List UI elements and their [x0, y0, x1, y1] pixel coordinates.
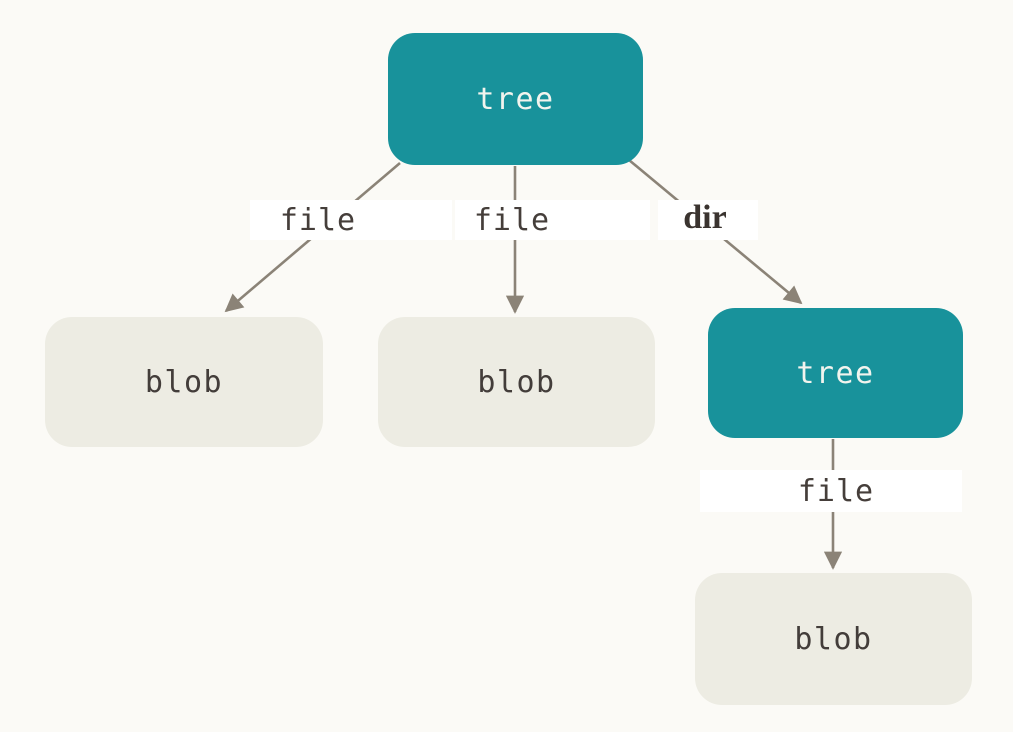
edge-label-dir: dir	[683, 199, 727, 236]
edge-label-file-middle: file	[473, 202, 551, 238]
node-tree-root: tree	[388, 33, 643, 165]
node-blob-left: blob	[45, 317, 323, 447]
edge-band-dir	[658, 200, 758, 240]
edge-label-file-bottom: file	[797, 473, 875, 509]
node-tree-sub: tree	[708, 308, 963, 438]
node-blob-middle: blob	[378, 317, 655, 447]
edge-band-file-left	[250, 200, 452, 240]
node-blob-bottom-label: blob	[794, 621, 873, 657]
node-blob-middle-label: blob	[477, 364, 556, 400]
node-tree-root-label: tree	[476, 81, 555, 117]
edge-label-file-left: file	[279, 202, 357, 238]
edge-band-file-middle	[455, 200, 650, 240]
node-blob-bottom: blob	[695, 573, 972, 705]
node-blob-left-label: blob	[144, 364, 224, 400]
node-tree-sub-label: tree	[796, 355, 875, 391]
edge-band-file-bottom	[700, 470, 962, 512]
